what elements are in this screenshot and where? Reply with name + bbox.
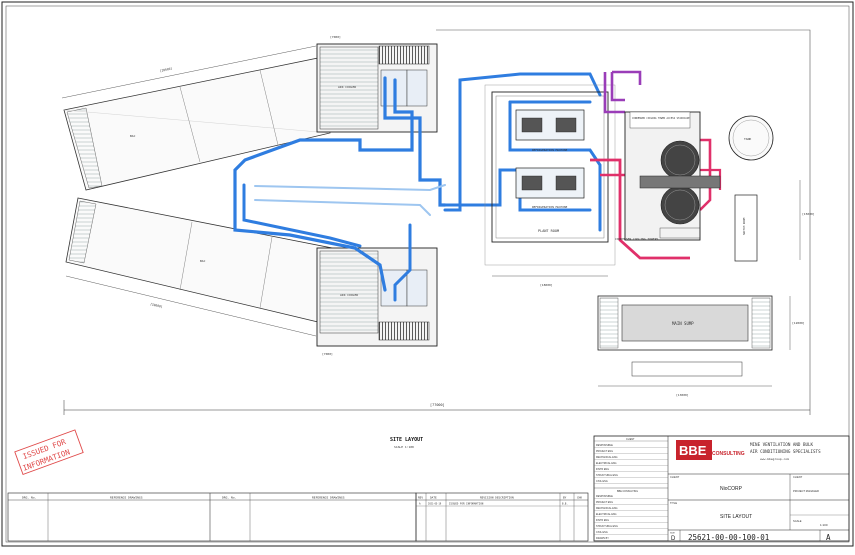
tb-scale-value: 1:100 [820,523,828,527]
tb-revision: A [826,533,831,542]
responsibility-row-label: INSTR ENG [596,468,609,471]
air-cooler-top-label: AIR COOLER [338,85,356,89]
rev-col-description: REVISION DESCRIPTION [480,496,514,500]
tb-client-name: NioCORP [720,486,743,492]
tb-client-label: CLIENT [670,475,680,479]
tb-size-label: SIZE [670,533,675,535]
cooling-towers: CONDENSER COOLING TOWER ACCESS STAIRCASE… [615,111,721,241]
chilled-water-piping [233,72,602,302]
cooling-tower-fan-1 [660,140,700,180]
tb-client-header-right: CLIENT [793,475,803,479]
responsibility-row-label: ELECTRICAL ENG [596,513,617,516]
responsibility-row-label: PROJECT ENG [596,450,613,453]
main-sump: MAIN SUMP [13000] [12000] [597,295,805,397]
ref-col-drg-no: DRG. No. [22,496,37,500]
drawing-title: SITE LAYOUT [390,437,423,443]
refrigeration-machine-2-label: REFRIGERATION MACHINE [532,205,568,209]
tb-size-value: D [671,536,676,542]
tb-title-label: TITLE [670,501,677,505]
rev-col-chk: CHK [577,496,582,500]
dimension-small-bottom: [7000] [322,352,333,356]
responsibility-row-label: DRAWN BY [596,537,609,540]
tank-label: TANK [744,137,751,141]
stair-top [378,45,430,65]
tb-drawing-number: 25621-00-00-100-01 [688,533,769,542]
dimension-small-top: [7000] [330,35,341,39]
tb-project-label: PROJECT MANAGER [793,489,819,493]
responsibility-row-label: STRUCTURAL ENG [596,525,618,528]
switch-room: SWITCH ROOM [15000] [734,180,815,262]
rev-row-rev: A [419,502,421,506]
responsibility-row-label: MECHANICAL ENG [596,456,618,459]
dimension-pond: [13000] [676,393,689,397]
cooling-towers-label: CONDENSER COOLING TOWERS [615,237,659,241]
tank: TANK [728,115,774,161]
responsibility-row-label: CIVIL ENG [596,480,608,483]
sheet-inner-border [5,5,850,543]
refrigeration-machine-1-label: REFRIGERATION MACHINE [532,148,568,152]
drawing-scale: SCALE 1:100 [394,445,414,449]
rev-col-date: DATE [430,496,437,500]
bbe-logo-sub: CONSULTING [712,451,745,457]
reference-drawings-table: DRG. No. REFERENCE DRAWINGS DRG. No. REF… [7,492,417,542]
responsibility-row-label: RESPONSIBLE [596,495,613,498]
rev-row-description: ISSUED FOR INFORMATION [449,502,484,506]
air-cooler-bottom-label: AIR COOLER [340,293,358,297]
tb-bbe-header: BBE CONSULTING [617,490,638,493]
bbe-logo-mark [676,440,712,460]
responsibility-row-label: MECHANICAL ENG [596,507,618,510]
bbe-logo: BBE CONSULTING [676,440,745,460]
dimension-bac-top: [28000] [159,66,172,73]
issued-for-information-stamp: ISSUED FOR INFORMATION [14,429,84,475]
responsibility-row-label: INSTR ENG [596,519,609,522]
tb-title-value: SITE LAYOUT [720,514,752,520]
tower-access-label: CONDENSER COOLING TOWER ACCESS STAIRCASE [632,117,690,120]
responsibility-row-label: STRUCTURAL ENG [596,474,618,477]
title-block: CLIENT BBE CONSULTING RESPONSIBLE PROJECT… [593,435,850,542]
stair-bottom [378,321,430,341]
responsibility-row-label: ELECTRICAL ENG [596,462,617,465]
tagline-2: AIR CONDITIONING SPECIALISTS [750,449,821,454]
dimension-right-vertical: [15000] [802,212,815,216]
dimension-overall: [77000] [430,403,445,407]
tagline-1: MINE VENTILATION AND BULK [750,442,814,447]
rev-col-by: BY [563,496,567,500]
revision-table: REV DATE REVISION DESCRIPTION BY CHK A 2… [415,492,589,542]
responsibility-rows-client: RESPONSIBLE PROJECT ENG MECHANICAL ENG ELEC… [594,444,668,484]
responsibility-row-label: PROJECT ENG [596,501,613,504]
rev-col-rev: REV [418,496,423,500]
rev-row-date: 2021-05-19 [428,503,442,506]
dimension-right-vertical-2: [12000] [792,321,805,325]
dimension-bac-bottom: [28000] [150,302,163,309]
tb-client-header: CLIENT [626,438,635,441]
responsibility-row-label: CIVIL ENG [596,531,608,534]
main-sump-label: MAIN SUMP [672,321,694,326]
bac-top-label: BAC [130,134,136,138]
bac-bottom-label: BAC [200,259,206,263]
air-cooler-top: AIR COOLER [7000] [316,35,438,133]
bbe-logo-text: BBE [679,443,707,458]
ref-col-reference-2: REFERENCE DRAWINGS [312,496,345,500]
cooling-tower-fan-2 [660,185,700,225]
plant-room-label: PLANT ROOM [538,229,559,233]
site-boundary-line [436,29,811,300]
switch-room-label: SWITCH ROOM [742,217,746,235]
plant-room: REFRIGERATION MACHINE REFRIGERATION MACH… [484,84,616,287]
rev-row-by: B.B. [562,503,568,506]
bac-tray-bottom: BAC [28000] [65,197,333,337]
tb-scale-label: SCALE [793,519,802,523]
dimension-plant: [18000] [540,283,553,287]
website: www.bbegroup.com [760,457,789,461]
ref-col-reference: REFERENCE DRAWINGS [110,496,143,500]
responsibility-rows-bbe: RESPONSIBLE PROJECT ENG MECHANICAL ENG ELEC… [594,495,668,541]
ref-col-drg-no-2: DRG. No. [222,496,237,500]
responsibility-row-label: RESPONSIBLE [596,444,613,447]
bac-tray-top: BAC [28000] [61,45,331,191]
purple-piping [603,70,642,114]
